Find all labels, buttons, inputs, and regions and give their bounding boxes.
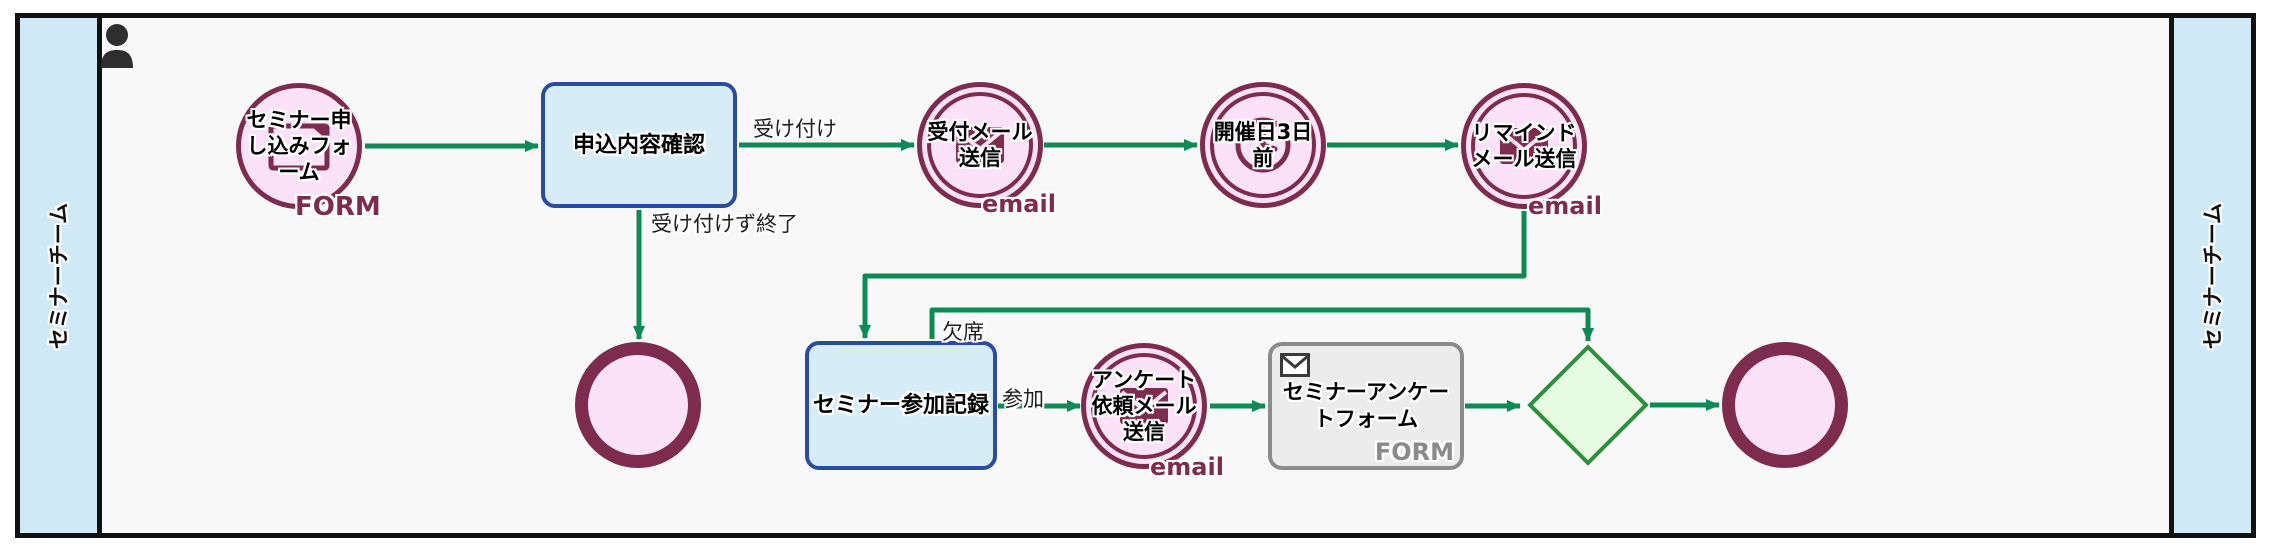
task-attendance-record[interactable]: セミナー参加記録 [805,341,997,470]
event-timer-label: 開催日3日前 [1213,120,1313,170]
task-confirm-application[interactable]: 申込内容確認 [541,82,737,208]
lane-left-seminar-team: セミナーチーム [15,13,102,538]
form-badge: FORM [1374,438,1454,466]
task-seminar-survey-form[interactable]: セミナーアンケートフォーム FORM [1268,342,1464,470]
event-survey-request-mail[interactable]: アンケート依頼メール送信 email [1081,343,1224,481]
inner-ring [1091,353,1197,459]
inner-ring [927,92,1033,198]
event-acceptance-mail-label: 受付メール送信 [927,120,1033,170]
edge-label-rejected: 受け付けず終了 [651,212,798,236]
edge-label-attended: 参加 [1002,387,1044,411]
timer-icon [1205,87,1321,203]
inner-ring [1210,92,1316,198]
event-acceptance-mail[interactable]: 受付メール送信 email [917,82,1056,218]
flow-record-absent-to-gateway[interactable] [929,307,1594,342]
event-survey-request-mail-label: アンケート依頼メール送信 [1091,368,1197,444]
email-badge: email [982,190,1056,218]
envelope-icon [1280,353,1310,377]
inner-ring [1471,93,1577,199]
form-icon [241,88,357,204]
event-reminder-mail-label: リマインドメール送信 [1471,121,1577,171]
flow-remind-to-record[interactable] [859,211,1527,339]
event-reminder-mail[interactable]: リマインドメール送信 email [1461,83,1602,220]
start-event-label: セミナー申し込みフォーム [246,108,352,184]
event-timer-3days-before[interactable]: 開催日3日前 [1200,82,1326,208]
end-event-final[interactable] [1722,342,1848,468]
email-badge: email [1150,453,1224,481]
person-icon [101,24,133,68]
email-badge: email [1528,192,1602,220]
form-badge: FORM [295,192,381,222]
task-seminar-survey-form-label: セミナーアンケートフォーム [1282,380,1450,431]
task-attendance-record-label: セミナー参加記録 [812,393,989,418]
email-icon [1466,88,1582,204]
email-icon [922,87,1038,203]
edge-label-accepted: 受け付け [753,117,837,141]
edge-label-absent: 欠席 [942,320,984,344]
task-confirm-label: 申込内容確認 [572,132,705,158]
end-event-not-accepted[interactable] [575,342,701,468]
email-icon [1086,348,1202,464]
lane-right-seminar-team: セミナーチーム [2169,13,2256,538]
start-event-application-form[interactable]: セミナー申し込みフォーム FORM [236,83,381,222]
